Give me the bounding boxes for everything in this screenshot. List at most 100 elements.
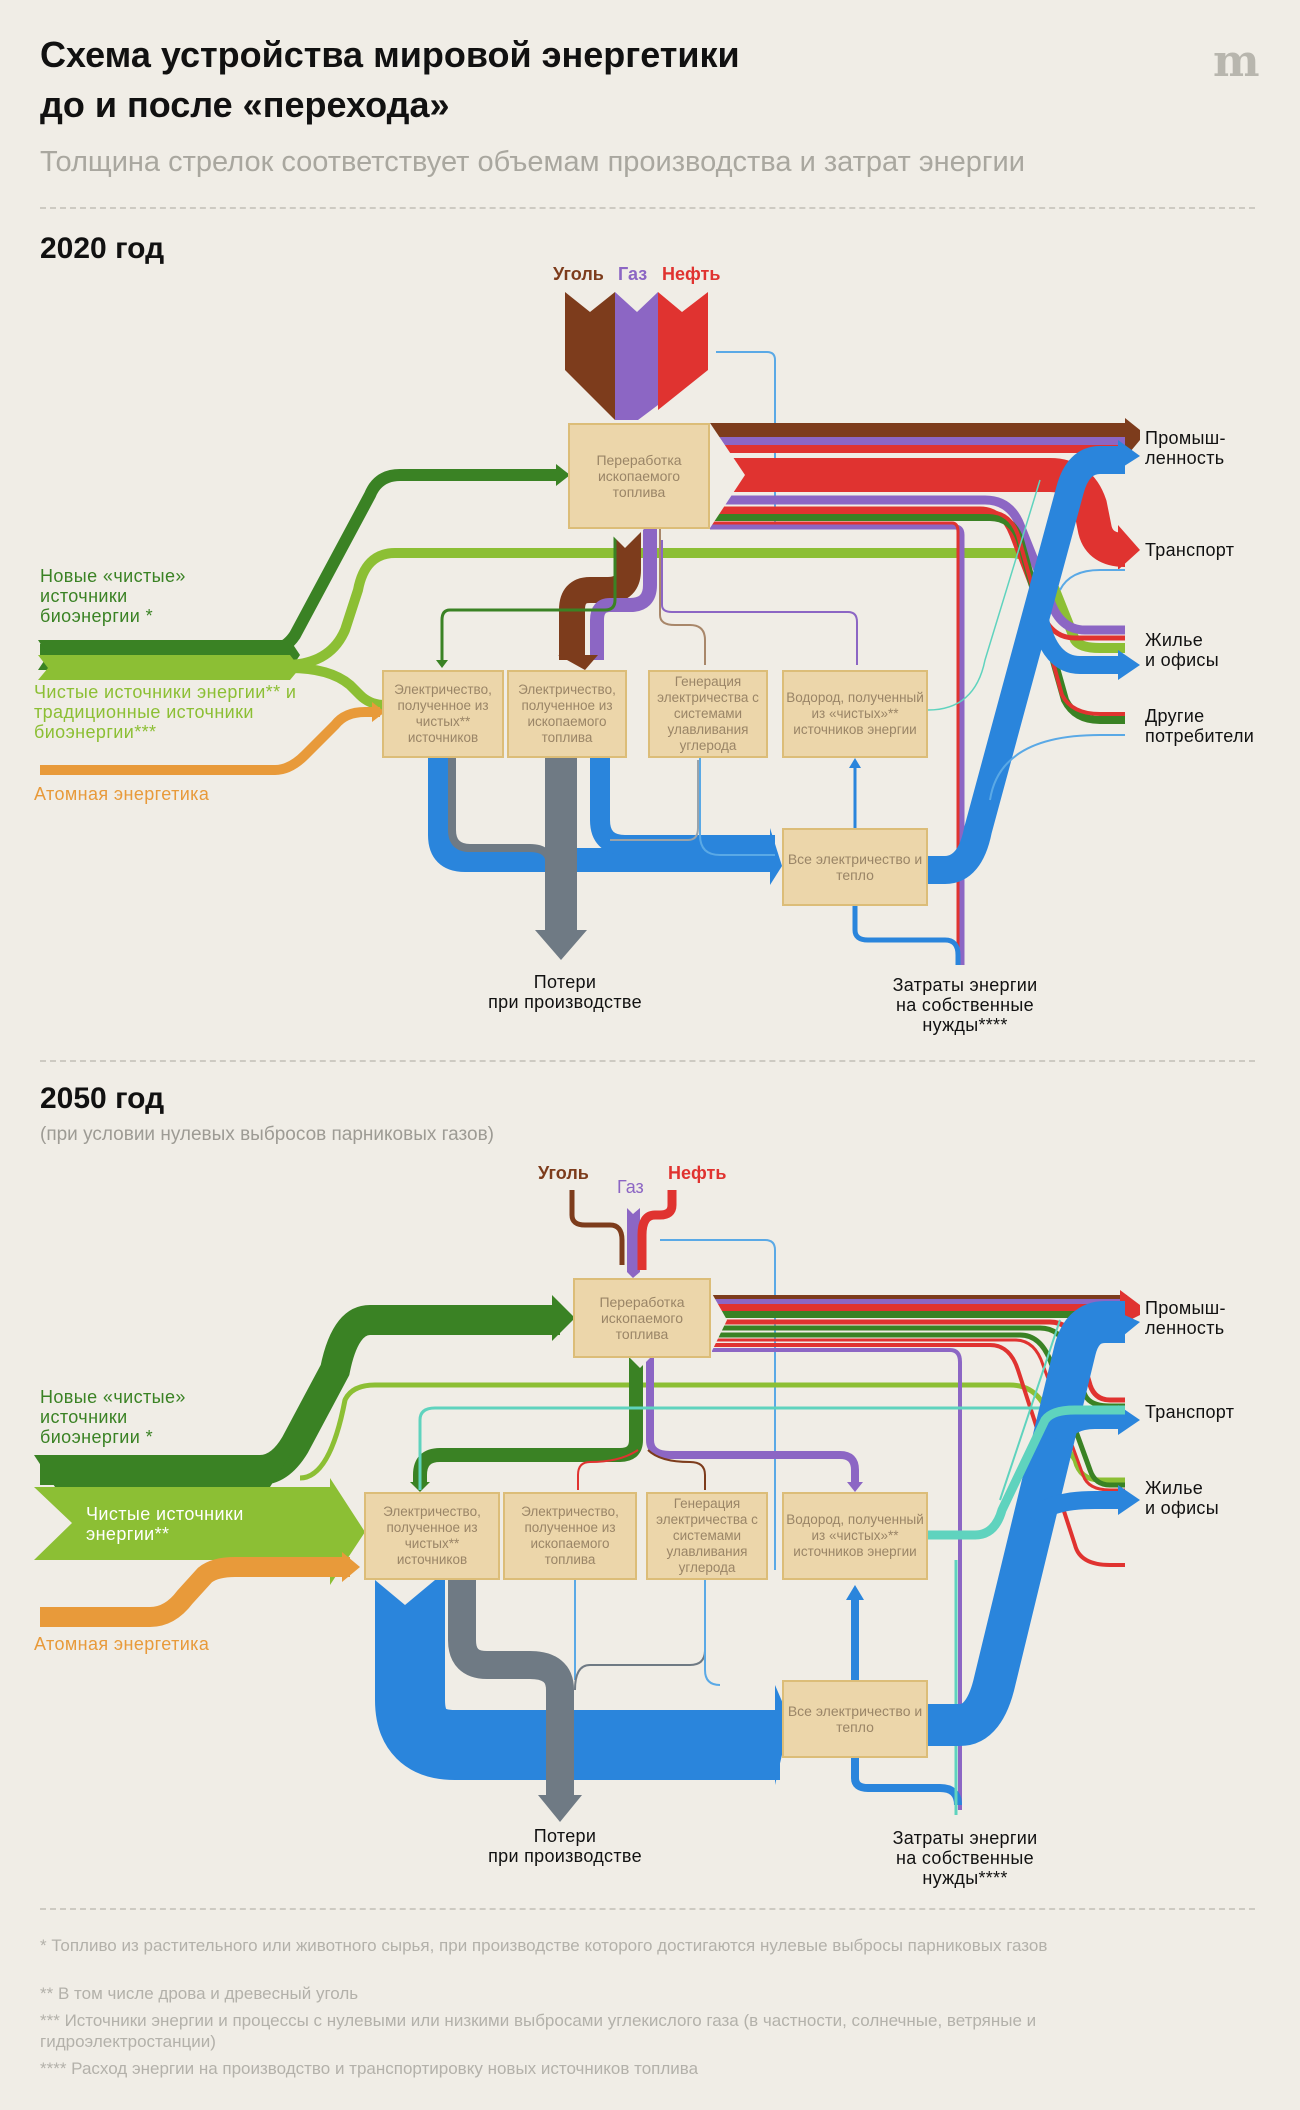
box-processing-2050: Переработка ископаемого топлива bbox=[573, 1278, 711, 1358]
gas-label-2050: Газ bbox=[617, 1177, 644, 1197]
flow-el-to-processing bbox=[716, 351, 776, 528]
flow-el-to-other bbox=[989, 734, 1125, 801]
flow-elfossil-to-allel bbox=[590, 757, 775, 855]
flow-clean-to-elclean bbox=[289, 663, 386, 710]
nuclear-arrowhead bbox=[372, 702, 385, 722]
flow-to-elfossil bbox=[577, 1449, 639, 1490]
flow-el-to-housing bbox=[1031, 617, 1125, 674]
gas-input-arrow bbox=[615, 292, 658, 420]
flow-el-to-transport bbox=[1051, 1411, 1125, 1444]
oil-input-arrow bbox=[658, 292, 708, 410]
arrowhead bbox=[556, 464, 570, 486]
flow-clean-to-housing bbox=[284, 548, 1125, 670]
flow-elclean-to-allel bbox=[375, 1580, 780, 1780]
box-all-el-2020: Все электричество и тепло bbox=[782, 828, 928, 906]
nuclear-source-label-2050: Атомная энергетика bbox=[34, 1634, 210, 1654]
sink-transport-label-2050: Транспорт bbox=[1145, 1402, 1235, 1422]
coal-label-2050: Уголь bbox=[538, 1163, 589, 1183]
box-processing-2020: Переработка ископаемого топлива bbox=[568, 423, 710, 529]
flow-gas-to-hydrogen bbox=[646, 1358, 859, 1485]
sink-self-needs-label-2050: Затраты энергии на собственные нужды**** bbox=[892, 1828, 1038, 1888]
flow-ccs-to-allel bbox=[699, 757, 775, 856]
flow-gas-housing bbox=[710, 495, 1125, 635]
flow-bio-to-elclean bbox=[413, 1358, 643, 1485]
flow-to-selfneeds bbox=[710, 524, 965, 965]
fossil-inputs-2020 bbox=[565, 292, 708, 420]
sankey-2050 bbox=[34, 1190, 1140, 1822]
sink-losses-label-2050: Потери при производстве bbox=[488, 1826, 642, 1866]
industry-arrowhead bbox=[1125, 418, 1140, 452]
flow-hydrogen-to-industry bbox=[927, 479, 1041, 711]
flow-ccs-to-allel bbox=[574, 1580, 706, 1691]
box-el-clean-2020: Электричество, полученное из чистых** ис… bbox=[382, 670, 504, 758]
sink-housing-label: Жилье и офисы bbox=[1145, 630, 1219, 670]
box-el-fossil-2020: Электричество, полученное из ископаемого… bbox=[507, 670, 627, 758]
coal-input-arrow bbox=[565, 292, 615, 420]
flow-el-to-processing bbox=[660, 1239, 776, 1570]
year-2020-heading: 2020 год bbox=[40, 232, 165, 265]
divider bbox=[40, 1060, 1255, 1062]
processing-out-notch bbox=[710, 423, 745, 528]
flow-elclean-to-allel bbox=[428, 757, 775, 872]
flow-allel-to-consumers bbox=[928, 446, 1125, 884]
flow-el-to-transport bbox=[1059, 569, 1125, 591]
oil-label: Нефть bbox=[662, 264, 721, 284]
coal-input-line bbox=[569, 1190, 625, 1265]
flow-to-ccs bbox=[647, 1449, 706, 1490]
flow-bio-to-elclean bbox=[440, 528, 617, 665]
flow-hydrogen-loop bbox=[418, 1406, 1100, 1490]
box-ccs-2050: Генерация электричества с системами улав… bbox=[646, 1492, 768, 1580]
flow-losses bbox=[448, 1580, 574, 1800]
footnote-4: **** Расход энергии на производство и тр… bbox=[40, 2059, 699, 2078]
title-line-2: до и после «перехода» bbox=[40, 84, 450, 125]
sink-transport-label: Транспорт bbox=[1145, 540, 1235, 560]
newbio-arrowhead bbox=[552, 1295, 575, 1341]
allel-arrowhead bbox=[770, 828, 782, 885]
page-subtitle: Толщина стрелок соответствует объемам пр… bbox=[40, 146, 1025, 178]
footnote-2: ** В том числе дрова и древесный уголь bbox=[40, 1984, 359, 2003]
sink-industry-label-2050: Промыш- ленность bbox=[1145, 1298, 1226, 1338]
year-2050-heading: 2050 год bbox=[40, 1082, 165, 1115]
box-el-clean-2050: Электричество, полученное из чистых** ис… bbox=[364, 1492, 500, 1580]
losses-arrowhead bbox=[538, 1795, 582, 1822]
flow-gas-to-hydrogen bbox=[661, 540, 858, 665]
flow-hydrogen-to-consumers bbox=[928, 1405, 1125, 1540]
oil-input-line bbox=[637, 1190, 677, 1270]
flow-nuclear bbox=[40, 707, 380, 775]
new-bio-source-label: Новые «чистые» источники биоэнергии * bbox=[40, 566, 186, 626]
nuclear-source-label: Атомная энергетика bbox=[34, 784, 210, 804]
flow-to-ccs bbox=[659, 528, 706, 665]
box-ccs-2020: Генерация электричества с системами улав… bbox=[648, 670, 768, 758]
losses-stream bbox=[545, 757, 577, 932]
clean-source-label: Чистые источники энергии** и традиционны… bbox=[34, 682, 297, 742]
sankey-2020 bbox=[38, 292, 1140, 965]
new-bio-source-label-2050: Новые «чистые» источники биоэнергии * bbox=[40, 1387, 186, 1447]
sink-housing-label-2050: Жилье и офисы bbox=[1145, 1478, 1219, 1518]
processing-bottom-notch bbox=[605, 528, 645, 548]
page-title: Схема устройства мировой энергетики до и… bbox=[40, 30, 740, 130]
flow-el-to-housing bbox=[1026, 1491, 1125, 1525]
flow-allel-self bbox=[852, 905, 961, 965]
year-2050-condition: (при условии нулевых выбросов парниковых… bbox=[40, 1124, 495, 1145]
flow-nuclear bbox=[40, 1557, 350, 1627]
box-all-el-2050: Все электричество и тепло bbox=[782, 1680, 928, 1758]
clean-source-band bbox=[38, 655, 300, 680]
flow-clean-to-housing bbox=[299, 1382, 1125, 1483]
box-hydrogen-2020: Водород, полученный из «чистых»** источн… bbox=[782, 670, 928, 758]
title-line-1: Схема устройства мировой энергетики bbox=[40, 34, 740, 75]
newbio-source-band bbox=[34, 1455, 290, 1487]
flow-allel-to-consumers bbox=[928, 1301, 1125, 1746]
coal-label: Уголь bbox=[553, 264, 604, 284]
gas-input-arrow bbox=[627, 1208, 640, 1278]
box-el-fossil-2050: Электричество, полученное из ископаемого… bbox=[503, 1492, 637, 1580]
sink-self-needs-label: Затраты энергии на собственные нужды**** bbox=[892, 975, 1038, 1035]
footnote-1: * Топливо из растительного или животного… bbox=[40, 1936, 1048, 1955]
divider bbox=[40, 1908, 1255, 1910]
elclean-out-notch bbox=[375, 1580, 435, 1605]
losses-arrowhead bbox=[535, 930, 587, 960]
box-hydrogen-2050: Водород, полученный из «чистых»** источн… bbox=[782, 1492, 928, 1580]
sink-losses-label: Потери при производстве bbox=[488, 972, 642, 1012]
clean-source-label-2050: Чистые источники энергии** bbox=[86, 1504, 244, 1544]
gas-label: Газ bbox=[618, 264, 648, 284]
meduza-logo-icon: m bbox=[1213, 36, 1260, 87]
